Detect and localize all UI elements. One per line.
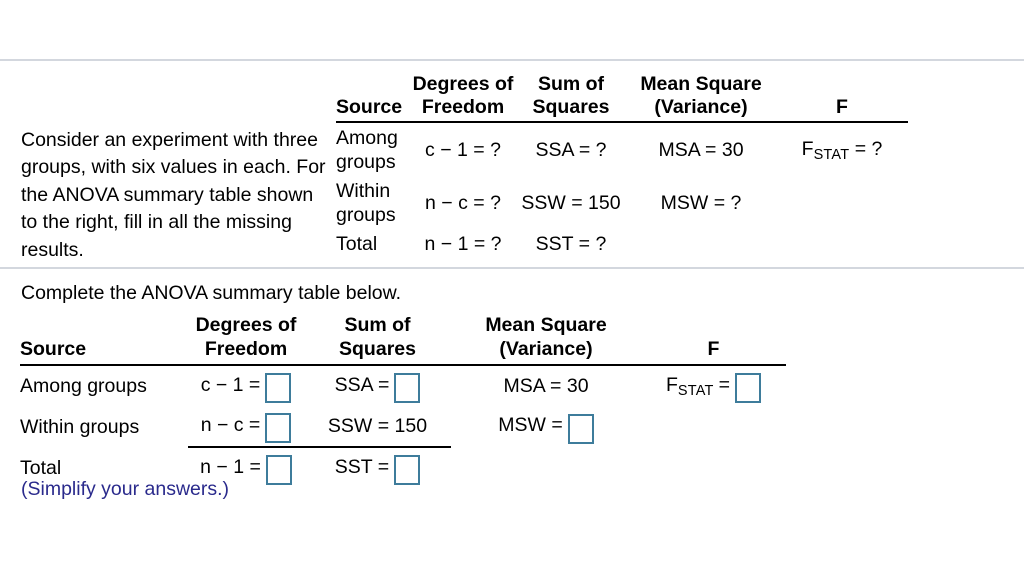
df-total-group: n − 1 =	[200, 453, 292, 485]
answer-instruction-text: Complete the ANOVA summary table below.	[21, 282, 402, 304]
ss-among-label: SSA =	[334, 373, 390, 396]
reference-cell-ss-within: SSW = 150	[521, 192, 621, 214]
reference-cell-ss-among: SSA = ?	[535, 139, 607, 161]
answer-cell-ms-total	[451, 447, 641, 488]
reference-header-row: Source Degrees of Freedom Sum of Squares…	[336, 73, 908, 123]
df-within-label: n − c =	[200, 413, 261, 436]
fstat-equals-sign: =	[718, 373, 731, 396]
answer-cell-ms-among: MSA = 30	[503, 375, 589, 397]
reference-header-degrees-of-freedom: Degrees of Freedom	[410, 73, 516, 123]
reference-cell-f-total	[776, 229, 908, 258]
fstat-base: F	[665, 373, 678, 396]
ss-total-label: SST =	[334, 455, 390, 478]
question-section: Consider an experiment with three groups…	[0, 61, 1024, 267]
answer-table-head: Source Degrees of Freedom Sum of Squares…	[20, 314, 786, 366]
answer-cell-f-among: FSTAT =	[641, 365, 786, 406]
reference-anova-table: Source Degrees of Freedom Sum of Squares…	[336, 73, 908, 258]
df-within-group: n − c =	[200, 411, 292, 443]
answer-header-mean-square: Mean Square (Variance)	[451, 314, 641, 366]
table-row: Among groups c − 1 = ? SSA = ? MSA = 30 …	[336, 122, 908, 176]
reference-cell-ms-total	[626, 229, 776, 258]
reference-cell-ms-among: MSA = 30	[658, 139, 744, 161]
reference-table-head: Source Degrees of Freedom Sum of Squares…	[336, 73, 908, 123]
fstat-input[interactable]	[735, 373, 762, 403]
df-total-label: n − 1 =	[200, 455, 261, 478]
reference-cell-source-within: Within groups	[336, 180, 396, 226]
df-among-label: c − 1 =	[200, 373, 261, 396]
answer-cell-f-within	[641, 406, 786, 447]
table-row: Total n − 1 = ? SST = ?	[336, 229, 908, 258]
reference-table-body: Among groups c − 1 = ? SSA = ? MSA = 30 …	[336, 122, 908, 258]
answer-header-row: Source Degrees of Freedom Sum of Squares…	[20, 314, 786, 366]
df-total-input[interactable]	[265, 455, 292, 485]
answer-cell-source-among: Among groups	[20, 375, 147, 397]
ms-within-group: MSW =	[498, 412, 594, 444]
answer-table-grid: Source Degrees of Freedom Sum of Squares…	[20, 314, 786, 488]
df-among-input[interactable]	[265, 373, 292, 403]
reference-cell-df-within: n − c = ?	[425, 192, 501, 214]
ss-total-group: SST =	[334, 453, 421, 485]
answer-anova-table: Source Degrees of Freedom Sum of Squares…	[20, 314, 786, 488]
ms-within-input[interactable]	[567, 413, 594, 444]
section-divider-top	[0, 59, 1024, 61]
table-row: Within groups n − c = SSW = 150 MSW =	[20, 406, 786, 448]
answer-header-source: Source	[20, 314, 188, 366]
fstat-label: FSTAT	[666, 373, 714, 399]
ss-among-input[interactable]	[394, 373, 421, 403]
reference-cell-df-among: c − 1 = ?	[425, 139, 501, 161]
answer-cell-ss-within: SSW = 150	[304, 406, 451, 448]
answer-section: Complete the ANOVA summary table below. …	[0, 269, 1024, 584]
question-prompt-text: Consider an experiment with three groups…	[21, 128, 326, 261]
reference-header-source: Source	[336, 73, 410, 123]
answer-cell-f-total	[641, 447, 786, 488]
reference-cell-source-total: Total	[336, 233, 378, 255]
answer-cell-ms-within: MSW =	[451, 406, 641, 447]
answer-cell-source-total: Total	[20, 456, 62, 479]
reference-cell-f-among: FSTAT = ?	[776, 122, 908, 176]
answer-cell-ss-among: SSA =	[304, 365, 451, 406]
reference-cell-f-within	[776, 176, 908, 229]
reference-table-grid: Source Degrees of Freedom Sum of Squares…	[336, 73, 908, 258]
reference-cell-source-among: Among groups	[336, 127, 398, 173]
fstat-subscript: STAT	[677, 382, 714, 399]
table-row: Within groups n − c = ? SSW = 150 MSW = …	[336, 176, 908, 229]
simplify-answers-note: (Simplify your answers.)	[21, 478, 230, 500]
answer-cell-df-within: n − c =	[188, 406, 304, 448]
fstat-tail: = ?	[849, 138, 883, 160]
answer-header-f: F	[641, 314, 786, 366]
df-among-group: c − 1 =	[200, 371, 292, 403]
f-among-group: FSTAT =	[666, 371, 762, 403]
table-row: Among groups c − 1 = SSA = MSA = 30	[20, 365, 786, 406]
section-divider-middle	[0, 267, 1024, 269]
ms-within-label: MSW =	[498, 414, 563, 436]
ss-total-input[interactable]	[394, 455, 421, 485]
answer-header-degrees-of-freedom: Degrees of Freedom	[188, 314, 304, 366]
fstat-base: F	[801, 138, 814, 160]
answer-table-body: Among groups c − 1 = SSA = MSA = 30	[20, 365, 786, 488]
reference-header-sum-of-squares: Sum of Squares	[516, 73, 626, 123]
answer-cell-df-among: c − 1 =	[188, 365, 304, 406]
reference-header-f: F	[776, 73, 908, 123]
answer-header-sum-of-squares: Sum of Squares	[304, 314, 451, 366]
fstat-subscript: STAT	[813, 147, 850, 163]
answer-cell-df-total: n − 1 =	[188, 447, 304, 488]
table-row: Total n − 1 = SST =	[20, 447, 786, 488]
reference-cell-ss-total: SST = ?	[535, 233, 607, 255]
df-within-input[interactable]	[265, 413, 292, 443]
answer-cell-ss-total: SST =	[304, 447, 451, 488]
answer-cell-source-within: Within groups	[20, 415, 140, 438]
ss-among-group: SSA =	[334, 371, 421, 403]
reference-cell-df-total: n − 1 = ?	[424, 233, 502, 255]
reference-header-mean-square: Mean Square (Variance)	[626, 73, 776, 123]
reference-cell-ms-within: MSW = ?	[660, 192, 742, 214]
